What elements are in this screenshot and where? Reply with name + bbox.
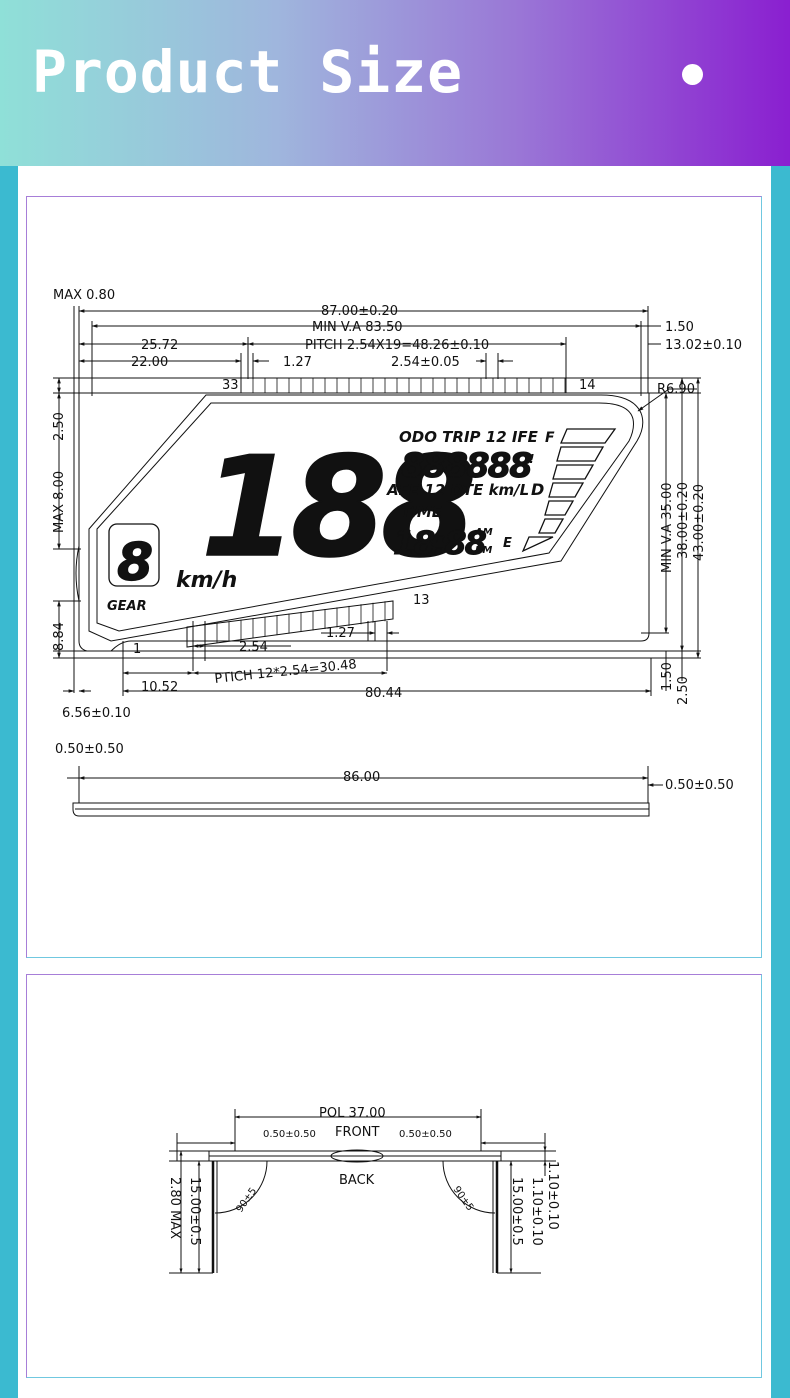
dim-v-min-va: MIN V.A 35.00 <box>660 483 675 574</box>
pin-right-dim: 15.00±0.5 <box>509 1177 524 1246</box>
d-icon: D <box>531 480 544 499</box>
afe-dte-label: AFE 12 DTE km/L <box>386 481 529 499</box>
dim-254-005: 2.54±0.05 <box>391 355 460 370</box>
dim-l-884: 8.84 <box>52 622 67 651</box>
dim-b-ptich: PTICH 12*2.54=30.48 <box>214 657 357 687</box>
lcd-front-view-drawing: 188 8 km/h GEAR ODO TRIP 12 IFE F 888888… <box>52 288 742 817</box>
dim-b-127: 1.27 <box>326 626 355 641</box>
right-side-bar <box>771 166 790 1398</box>
gear-digit: 8 <box>117 533 153 593</box>
dim-l-250: 2.50 <box>52 412 67 441</box>
left-side-bar <box>0 166 18 1398</box>
gear-label: GEAR <box>107 599 147 614</box>
dim-2200: 22.00 <box>131 355 168 370</box>
pin-14-label: 14 <box>579 378 596 393</box>
dim-r-150: 1.50 <box>665 320 694 335</box>
pm-label: PM <box>475 545 492 556</box>
dim-min-va-width: MIN V.A 83.50 <box>312 320 403 335</box>
pin-section-drawing: POL 37.00 FRONT BACK 0.50±0.50 0.50±0.50… <box>167 1106 560 1274</box>
front-label: FRONT <box>335 1125 379 1140</box>
page-title: Product Size <box>32 38 464 106</box>
side-left-dim: 0.50±0.50 <box>55 742 124 757</box>
odo-digits: 888888 <box>401 446 532 486</box>
fuel-full-label: F <box>545 430 555 446</box>
dim-overall-width: 87.00±0.20 <box>321 304 398 319</box>
pin-13-label: 13 <box>413 593 430 608</box>
dim-b-150: 1.50 <box>660 662 675 691</box>
header-banner: Product Size <box>0 0 790 166</box>
bottom-drawing-panel: POL 37.00 FRONT BACK 0.50±0.50 0.50±0.50… <box>26 974 762 1378</box>
am-label: AM <box>474 527 493 538</box>
dot-icon <box>682 64 703 85</box>
clock-digits: 18:88 <box>393 524 487 562</box>
dim-v-4300: 43.00±0.20 <box>692 484 707 561</box>
time-label: TIME <box>401 503 443 521</box>
dim-b-656: 6.56±0.10 <box>62 706 131 721</box>
dim-b-1052: 10.52 <box>141 680 178 695</box>
lcd-segments <box>108 428 617 587</box>
left-tol-dim: 0.50±0.50 <box>263 1129 316 1140</box>
dim-110-b: 1.10±0.10 <box>529 1177 544 1246</box>
speed-digits: 188 <box>201 427 472 588</box>
dim-v-3800: 38.00±0.20 <box>676 482 691 559</box>
dim-l-max800: MAX 8.00 <box>52 471 67 533</box>
dim-r-1302: 13.02±0.10 <box>665 338 742 353</box>
speed-unit: km/h <box>176 568 237 593</box>
dim-b-254: 2.54 <box>239 640 268 655</box>
side-right-dim: 0.50±0.50 <box>665 778 734 793</box>
dim-max-080: MAX 0.80 <box>53 288 115 303</box>
pin-1-label: 1 <box>133 642 141 657</box>
right-tol-dim: 0.50±0.50 <box>399 1129 452 1140</box>
pol-dim: POL 37.00 <box>319 1106 386 1121</box>
dim-pitch-top: PITCH 2.54X19=48.26±0.10 <box>305 338 489 353</box>
dim-2572: 25.72 <box>141 338 178 353</box>
top-drawing-panel: 188 8 km/h GEAR ODO TRIP 12 IFE F 888888… <box>26 196 762 958</box>
dim-r690: R6.90 <box>657 382 695 397</box>
pin-33-label: 33 <box>222 378 239 393</box>
fuel-empty-label: E <box>503 536 512 551</box>
lcd-side-view <box>67 766 663 817</box>
angle-right-dim: 90±5 <box>451 1184 476 1213</box>
dim-127-top: 1.27 <box>283 355 312 370</box>
odo-trip-label: ODO TRIP 12 IFE <box>399 428 539 446</box>
odo-decimal-mark: ! <box>529 452 534 466</box>
angle-left-dim: 90±5 <box>234 1186 259 1215</box>
side-length-dim: 86.00 <box>343 770 380 785</box>
back-label: BACK <box>339 1173 375 1188</box>
pin-left-dim: 15.00±0.5 <box>187 1177 202 1246</box>
max-280-dim: 2.80 MAX <box>167 1177 182 1239</box>
dim-110-a: 1.10±0.10 <box>545 1161 560 1230</box>
dim-b-8044: 80.44 <box>365 686 402 701</box>
dim-b-250: 2.50 <box>676 676 691 705</box>
